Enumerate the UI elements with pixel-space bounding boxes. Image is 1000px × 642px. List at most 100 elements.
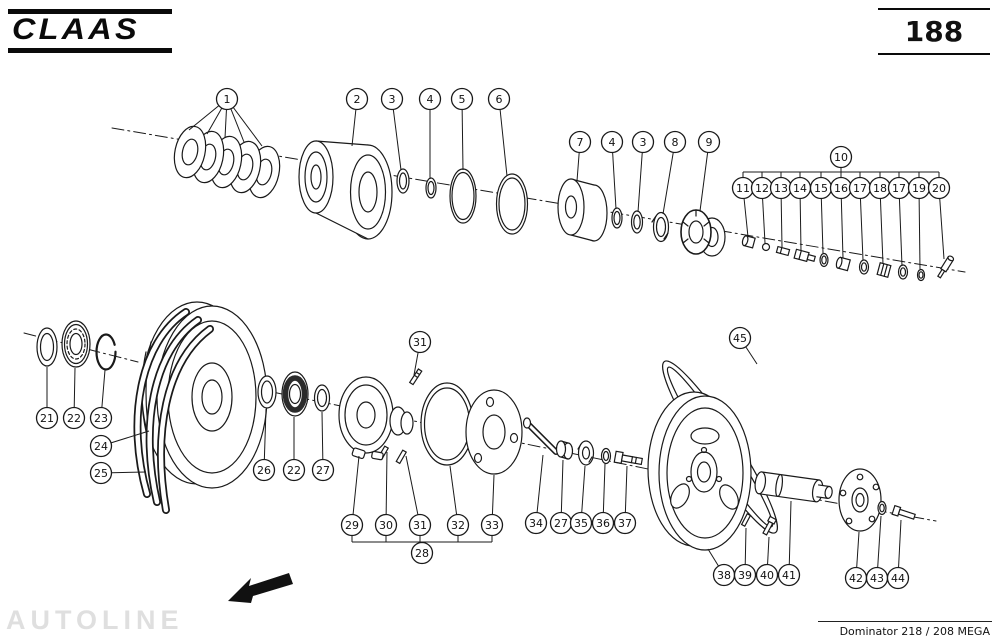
svg-text:21: 21 (40, 412, 54, 425)
v-belts (133, 308, 214, 514)
shaft-41 (754, 471, 833, 503)
drum-housing (298, 140, 393, 240)
clutch-hub-assembly (338, 368, 423, 465)
callout-1: 1 (215, 87, 239, 111)
page-number-box: 188 (878, 8, 990, 55)
svg-text:18: 18 (873, 182, 887, 195)
svg-text:19: 19 (912, 182, 926, 195)
svg-text:31: 31 (413, 519, 427, 532)
svg-text:12: 12 (755, 182, 769, 195)
callout-2: 2 (345, 87, 369, 111)
svg-text:41: 41 (782, 569, 796, 582)
svg-text:14: 14 (793, 182, 807, 195)
svg-text:10: 10 (834, 151, 848, 164)
callout-7: 7 (568, 130, 592, 154)
svg-text:32: 32 (451, 519, 465, 532)
svg-text:16: 16 (834, 182, 848, 195)
bolt-40 (762, 515, 778, 536)
callout-44: 44 (886, 566, 910, 590)
small-hardware-row (741, 235, 955, 282)
svg-text:17: 17 (892, 182, 906, 195)
svg-text:42: 42 (849, 572, 863, 585)
clutch-plate-stack (173, 125, 281, 199)
direction-arrow (228, 573, 293, 603)
svg-text:30: 30 (379, 519, 393, 532)
callout-27: 27 (549, 511, 573, 535)
callout-24: 24 (89, 434, 113, 458)
svg-text:17: 17 (853, 182, 867, 195)
callout-18: 18 (868, 176, 892, 200)
washer-35 (577, 440, 595, 466)
callout-30: 30 (374, 513, 398, 537)
svg-text:15: 15 (814, 182, 828, 195)
callout-16: 16 (829, 176, 853, 200)
svg-text:1: 1 (224, 93, 231, 106)
svg-text:20: 20 (932, 182, 946, 195)
bearing-flange (838, 468, 882, 532)
svg-text:22: 22 (67, 412, 81, 425)
callout-43: 43 (865, 566, 889, 590)
bolt-44 (891, 504, 916, 520)
callout-36: 36 (591, 511, 615, 535)
callout-31: 31 (408, 330, 432, 354)
callout-22: 22 (62, 406, 86, 430)
callout-37: 37 (613, 511, 637, 535)
svg-text:4: 4 (427, 93, 434, 106)
watermark: AUTOLINE (6, 605, 184, 635)
callout-17: 17 (848, 176, 872, 200)
callout-14: 14 (788, 176, 812, 200)
svg-text:3: 3 (640, 136, 647, 149)
svg-text:27: 27 (554, 517, 568, 530)
spacer-disc (557, 178, 608, 242)
ring-36 (600, 447, 612, 465)
svg-text:29: 29 (345, 519, 359, 532)
bearing-set-mid (257, 371, 331, 417)
callout-19: 19 (907, 176, 931, 200)
svg-text:22: 22 (287, 464, 301, 477)
callout-35: 35 (569, 511, 593, 535)
svg-text:37: 37 (618, 517, 632, 530)
svg-text:4: 4 (609, 136, 616, 149)
main-pulley (141, 301, 268, 489)
svg-text:33: 33 (485, 519, 499, 532)
model-label-text: Dominator 218 / 208 MEGA (839, 625, 990, 638)
bolt-37 (613, 450, 644, 466)
svg-text:36: 36 (596, 517, 610, 530)
washer-43 (877, 500, 887, 516)
rings-mid (611, 207, 670, 243)
svg-text:45: 45 (733, 332, 747, 345)
svg-text:11: 11 (736, 182, 750, 195)
callout-6: 6 (487, 87, 511, 111)
svg-text:24: 24 (94, 440, 108, 453)
callout-10: 10 (829, 145, 853, 169)
callout-5: 5 (450, 87, 474, 111)
drive-pulley (647, 391, 752, 551)
svg-text:13: 13 (774, 182, 788, 195)
callout-4: 4 (418, 87, 442, 111)
callout-31: 31 (408, 513, 432, 537)
page-number-text: 188 (904, 15, 964, 48)
svg-text:27: 27 (316, 464, 330, 477)
callout-27: 27 (311, 458, 335, 482)
pressure-plate (465, 389, 523, 475)
svg-text:2: 2 (354, 93, 361, 106)
callout-26: 26 (252, 458, 276, 482)
claas-logo: CLAAS (8, 9, 172, 53)
spacer-bush (555, 440, 574, 460)
svg-text:23: 23 (94, 412, 108, 425)
svg-text:38: 38 (717, 569, 731, 582)
pivot-pin (522, 417, 559, 455)
svg-text:34: 34 (529, 517, 543, 530)
splined-hub (680, 209, 726, 257)
callout-9: 9 (697, 130, 721, 154)
svg-text:31: 31 (413, 336, 427, 349)
svg-text:5: 5 (459, 93, 466, 106)
svg-text:25: 25 (94, 467, 108, 480)
callout-12: 12 (750, 176, 774, 200)
svg-text:8: 8 (672, 136, 679, 149)
callout-42: 42 (844, 566, 868, 590)
callout-40: 40 (755, 563, 779, 587)
model-label: Dominator 218 / 208 MEGA (817, 621, 992, 638)
